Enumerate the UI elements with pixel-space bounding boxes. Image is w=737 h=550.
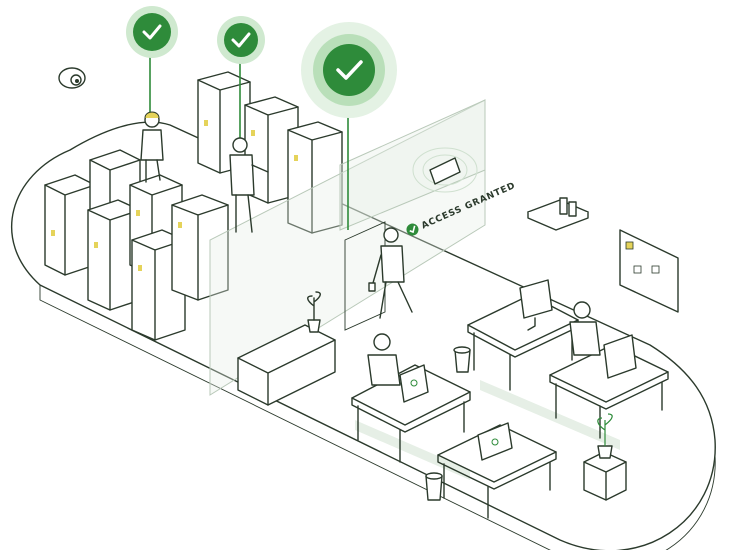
pin-board [619,229,679,313]
server-racks-left [44,149,229,341]
verification-marker [217,16,265,140]
verification-marker [126,6,178,120]
glass-partition [209,99,486,396]
desk-back [467,279,579,391]
check-icon [133,13,171,51]
wall-shelf [527,197,589,231]
desk-middle-left [351,333,471,463]
person-walking [368,227,413,319]
laptop-icon [399,364,429,403]
monitor [519,279,553,319]
waste-bin [453,346,471,373]
person-worker [373,333,391,351]
security-camera-icon [58,67,86,89]
server-racks-right [197,71,343,234]
server-rack [171,194,229,301]
card-reader-icon [412,147,478,193]
person-technician-rack [229,137,269,233]
check-icon [406,223,419,236]
person-worker [573,301,591,319]
desk-right [549,301,669,439]
server-rack [287,121,343,234]
waste-bin [425,472,443,501]
check-icon [224,23,258,57]
laptop-icon [477,422,513,461]
desk-front [437,422,557,519]
monitor [603,334,637,379]
verification-marker [301,22,397,230]
person-technician-left [140,111,164,183]
planter-box [237,291,336,406]
check-icon [323,44,375,96]
potted-plant [583,413,627,501]
